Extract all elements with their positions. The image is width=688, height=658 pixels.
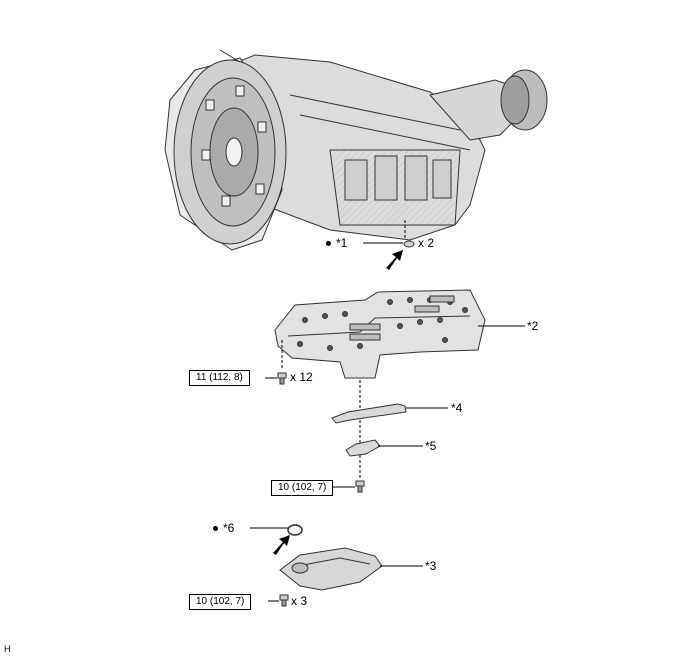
callout-4: *4 [451,401,463,415]
callout-1: *1 [336,236,348,250]
new-part-dot-icon [326,241,331,246]
callout-6: *6 [223,521,235,535]
o-ring-part [250,524,303,555]
torque-spec-valve-body-bolt: 11 (112, 8) [189,370,250,386]
gasket-part [363,220,415,270]
strainer-bolt [268,594,289,607]
plate-bolt [333,480,365,493]
valve-body-bolts-quantity: x 12 [290,370,313,384]
valve-body-bolt [265,340,287,385]
torque-spec-strainer-bolt: 10 (102, 7) [189,594,252,610]
insertion-arrow-icon [273,535,290,555]
spring-plate-part [345,439,423,457]
new-part-dot-icon [213,526,218,531]
insertion-arrow-icon [386,250,403,270]
gasket-quantity: x 2 [418,236,435,250]
strainer-bolts-quantity: x 3 [291,594,308,608]
oil-strainer-part [279,547,423,591]
detent-spring-part [331,403,448,424]
valve-body-assembly [274,289,525,379]
transmission-assembly [164,49,548,251]
figure-code: H [4,644,11,654]
torque-spec-plate-bolt: 10 (102, 7) [271,480,334,496]
callout-5: *5 [425,439,437,453]
callout-2: *2 [527,319,539,333]
callout-3: *3 [425,559,437,573]
